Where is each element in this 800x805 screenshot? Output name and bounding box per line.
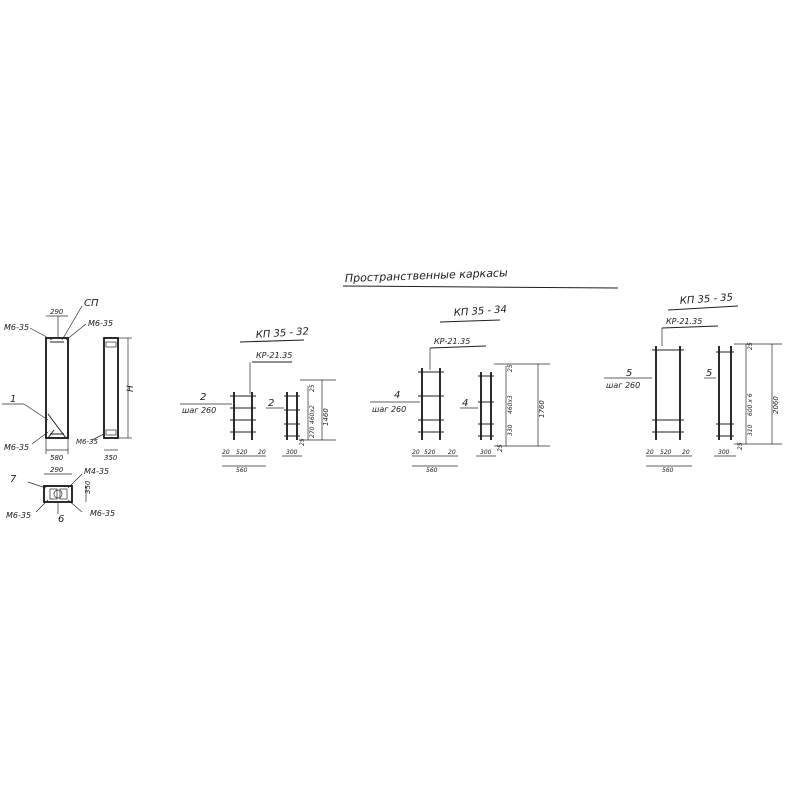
dim-top: 25: [507, 364, 514, 372]
frame-kp35-34: КП 35 - 34 КР-21.35 4 шаг 260 4 1760 460…: [370, 304, 550, 474]
dim-w20b: 20: [448, 449, 456, 456]
dim-w560: 560: [662, 467, 674, 474]
dim-bot2: 25: [497, 444, 504, 452]
drawing-title: Пространственные каркасы: [345, 266, 509, 285]
frame-pos: 4: [394, 390, 400, 401]
dim-mid: 460x3: [507, 395, 514, 414]
section-bar-left: [49, 488, 58, 500]
frame-sub: КР-21.35: [434, 337, 470, 346]
left-elevation-view: М6-35 290 СП М6-35 1 М6-35 Н М6-35 580 3…: [2, 298, 136, 462]
frame-sub: КР-21.35: [666, 317, 702, 326]
section-bar-right: [59, 488, 68, 500]
section-outline: [43, 485, 73, 503]
frame-pos2: 5: [706, 368, 712, 379]
dim-h: Н: [126, 385, 136, 392]
frame-pos2: 4: [462, 398, 468, 409]
frame-name: КП 35 - 32: [255, 326, 309, 341]
label-m9: М6-35: [90, 509, 115, 518]
frame-pos2: 2: [268, 398, 274, 409]
frame-step: шаг 260: [182, 406, 216, 415]
section-dim-290-label: 290: [50, 466, 64, 474]
dim-top: 25: [309, 384, 316, 392]
dim-580: 580: [50, 454, 64, 462]
dim-w20b: 20: [258, 449, 266, 456]
dim-bot1: 330: [507, 424, 514, 436]
frame-sub-underline: [429, 345, 487, 349]
frame-sub-underline: [661, 325, 719, 329]
label-m8: М6-35: [6, 511, 31, 520]
label-m2: М6-35: [88, 319, 113, 328]
leader-m9: [67, 499, 83, 513]
label-m7: М4-35: [84, 467, 109, 476]
frame-pos: 5: [626, 368, 632, 379]
dim-total: 1760: [538, 400, 546, 418]
frame-name-underline: [439, 319, 501, 323]
dim-total: 2060: [772, 396, 780, 414]
dim-bot1: 270: [309, 426, 316, 438]
label-position-6: 6: [58, 514, 64, 525]
leader-one: [23, 403, 49, 421]
dim-350: 350: [104, 454, 118, 462]
frame-sub: КР-21.35: [256, 351, 292, 360]
dim-w520: 520: [660, 449, 672, 456]
dim-w20a: 20: [222, 449, 230, 456]
dim-w520: 520: [236, 449, 248, 456]
leader-m1: [29, 327, 53, 341]
frame-step: шаг 260: [606, 381, 640, 390]
frame-step: шаг 260: [372, 405, 406, 414]
dim-w300: 300: [286, 449, 298, 456]
leader-m3: [31, 431, 49, 445]
dim-w300: 300: [480, 449, 492, 456]
dim-w20b: 20: [682, 449, 690, 456]
dim-w20a: 20: [412, 449, 420, 456]
label-m3: М6-35: [4, 443, 29, 452]
dim-290: 290: [50, 308, 64, 316]
dim-mid: 600 x 6: [747, 393, 754, 416]
dim-bot2: 25: [737, 442, 744, 450]
label-m1: М6-35: [4, 323, 29, 332]
leader-seven: [27, 481, 47, 489]
dim-w520: 520: [424, 449, 436, 456]
frame-name: КП 35 - 35: [679, 292, 733, 307]
frame-name-underline: [667, 305, 739, 311]
leader-m8: [35, 499, 49, 513]
dim-w20a: 20: [646, 449, 654, 456]
frame-kp35-35: КП 35 - 35 КР-21.35 5 шаг 260 5 2060 600…: [604, 292, 782, 474]
leader-m4: [91, 433, 105, 441]
dim-w560: 560: [236, 467, 248, 474]
label-position-1: 1: [10, 394, 16, 405]
label-position-7: 7: [10, 474, 17, 485]
frame-pos: 2: [200, 392, 206, 403]
dim-total: 1460: [322, 408, 330, 426]
dim-bot2: 25: [299, 438, 306, 446]
dim-w300: 300: [718, 449, 730, 456]
leader-m7: [67, 473, 83, 489]
leader-sp: [61, 305, 83, 341]
column-side-outline: [103, 337, 119, 439]
embedded-plate-mark: [47, 413, 67, 439]
frame-name-underline: [239, 339, 305, 343]
dim-mid: 460x2: [309, 405, 316, 424]
column-side-top-cap: [105, 341, 117, 348]
section-dim-350-label: 350: [84, 480, 92, 494]
dim-top: 25: [747, 342, 754, 350]
frame-name: КП 35 - 34: [453, 304, 507, 319]
frame-kp35-32: КП 35 - 32 КР-21.35 2 шаг 260 2 1460 460…: [180, 326, 336, 474]
title-underline: [342, 285, 619, 289]
label-sp: СП: [84, 298, 99, 309]
dim-w560: 560: [426, 467, 438, 474]
section-center-circle: [53, 489, 63, 499]
dim-bot1: 310: [747, 424, 754, 436]
label-m4: М6-35: [76, 438, 98, 446]
leader-m2: [65, 323, 87, 341]
column-outline: [45, 337, 69, 439]
section-view: 7 290 М4-35 350 М6-35 М6-35 6: [6, 466, 115, 525]
column-side-bottom-cap: [105, 429, 117, 436]
